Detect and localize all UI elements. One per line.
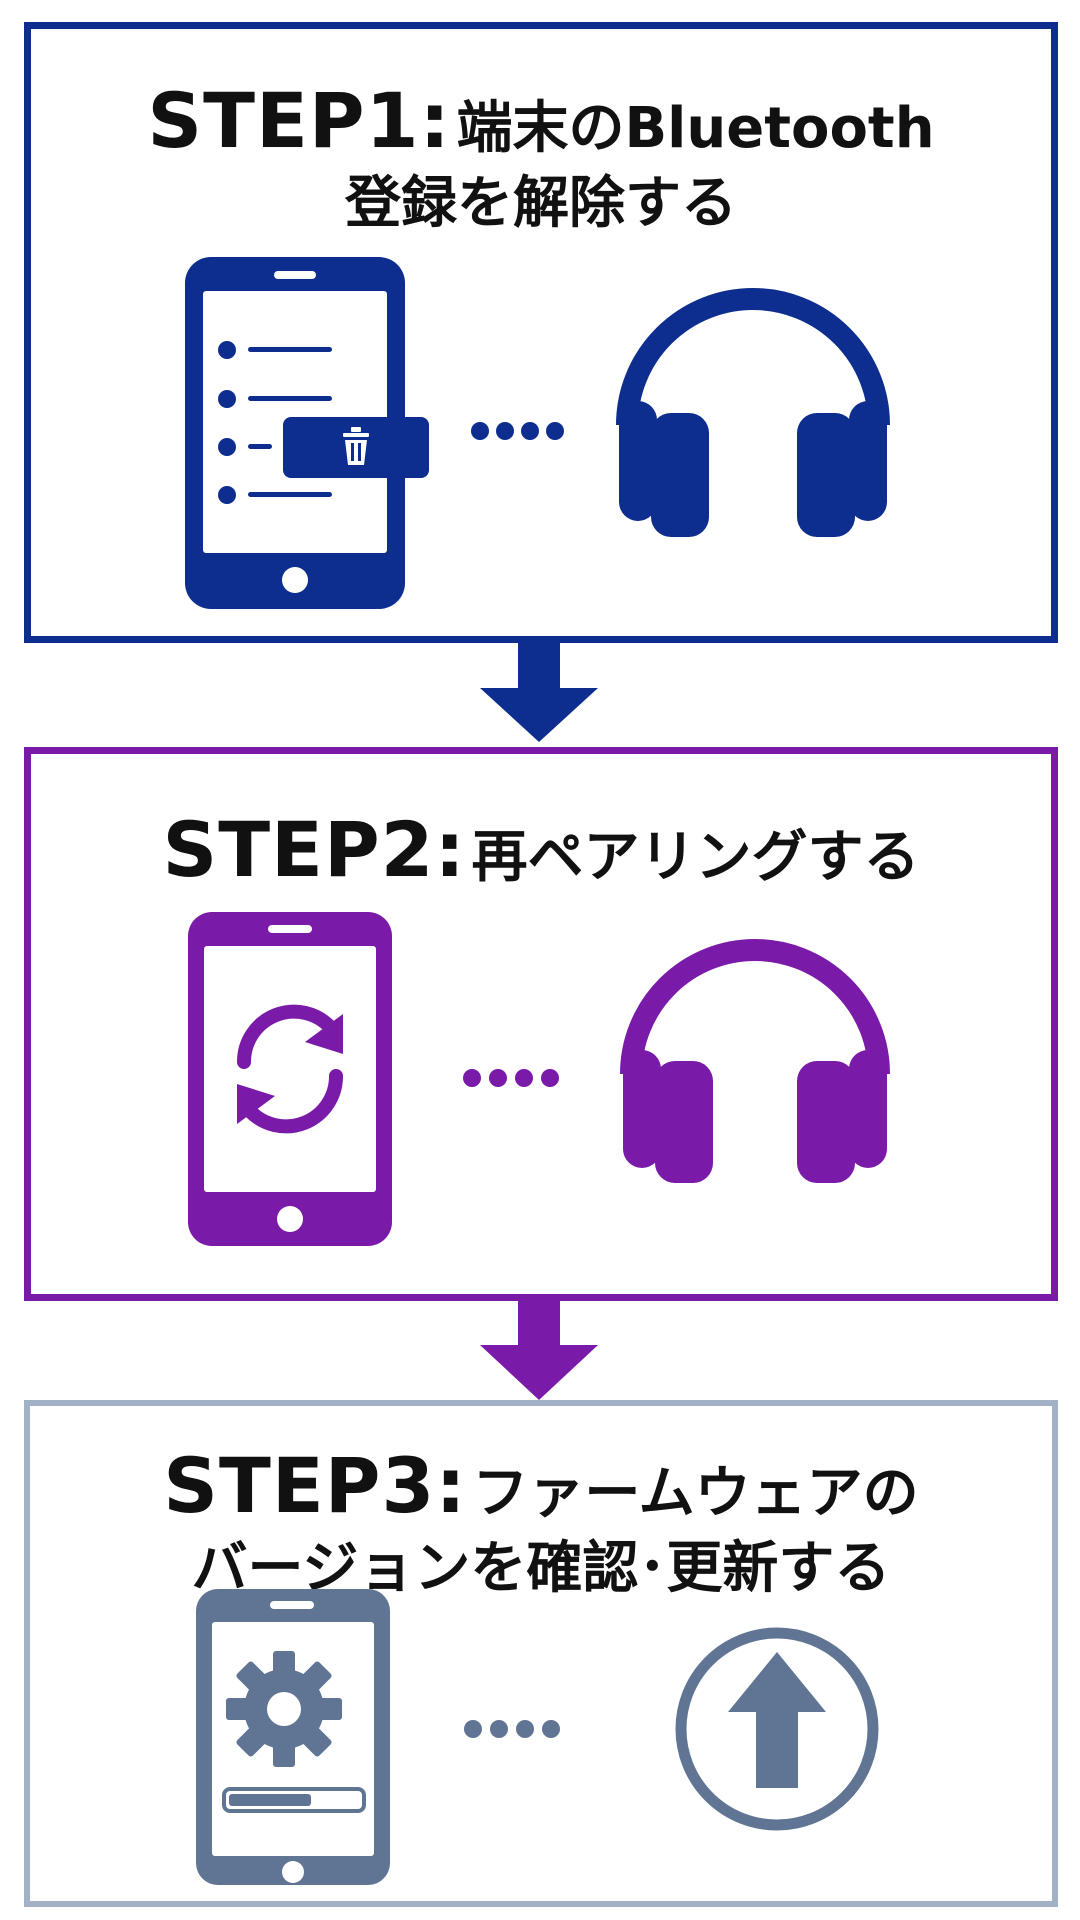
headphones-icon	[620, 939, 890, 1183]
step3-separator: :	[435, 1441, 467, 1530]
dots-icon	[463, 1069, 559, 1087]
step3-title: STEP3: ファームウェアの バージョンを確認･更新する	[30, 1444, 1052, 1599]
step3-illustration	[196, 1589, 879, 1885]
list-icon	[218, 341, 332, 504]
step1-label: STEP1	[147, 76, 420, 165]
gear-icon	[226, 1651, 342, 1767]
step2-title-line1: 再ペアリングする	[471, 825, 920, 890]
down-arrow-icon	[480, 643, 598, 742]
step1-panel: STEP1: 端末のBluetooth 登録を解除する	[24, 22, 1058, 643]
step1-title-line1: 端末のBluetooth	[456, 96, 935, 161]
step1-title: STEP1: 端末のBluetooth 登録を解除する	[31, 79, 1051, 234]
step3-label: STEP3	[163, 1441, 436, 1530]
sync-icon	[236, 1004, 344, 1134]
step1-illustration	[185, 257, 890, 609]
step3-title-line2: バージョンを確認･更新する	[191, 1535, 891, 1601]
step3-title-line1: ファームウェアの	[472, 1461, 919, 1526]
trash-icon	[283, 417, 429, 478]
smartphone-icon	[188, 912, 392, 1246]
dots-icon	[464, 1720, 560, 1738]
dots-icon	[471, 422, 564, 440]
step3-panel: STEP3: ファームウェアの バージョンを確認･更新する	[24, 1400, 1058, 1907]
step1-title-line2: 登録を解除する	[345, 170, 737, 236]
down-arrow-icon	[480, 1301, 598, 1400]
progress-bar-icon	[222, 1787, 366, 1813]
step2-panel: STEP2: 再ペアリングする	[24, 747, 1058, 1301]
step2-title: STEP2: 再ペアリングする	[31, 808, 1051, 892]
step1-separator: :	[419, 76, 451, 165]
step2-illustration	[188, 912, 890, 1246]
step2-separator: :	[434, 805, 466, 894]
headphones-icon	[616, 288, 890, 537]
step2-label: STEP2	[162, 805, 435, 894]
upload-arrow-icon	[675, 1627, 879, 1831]
